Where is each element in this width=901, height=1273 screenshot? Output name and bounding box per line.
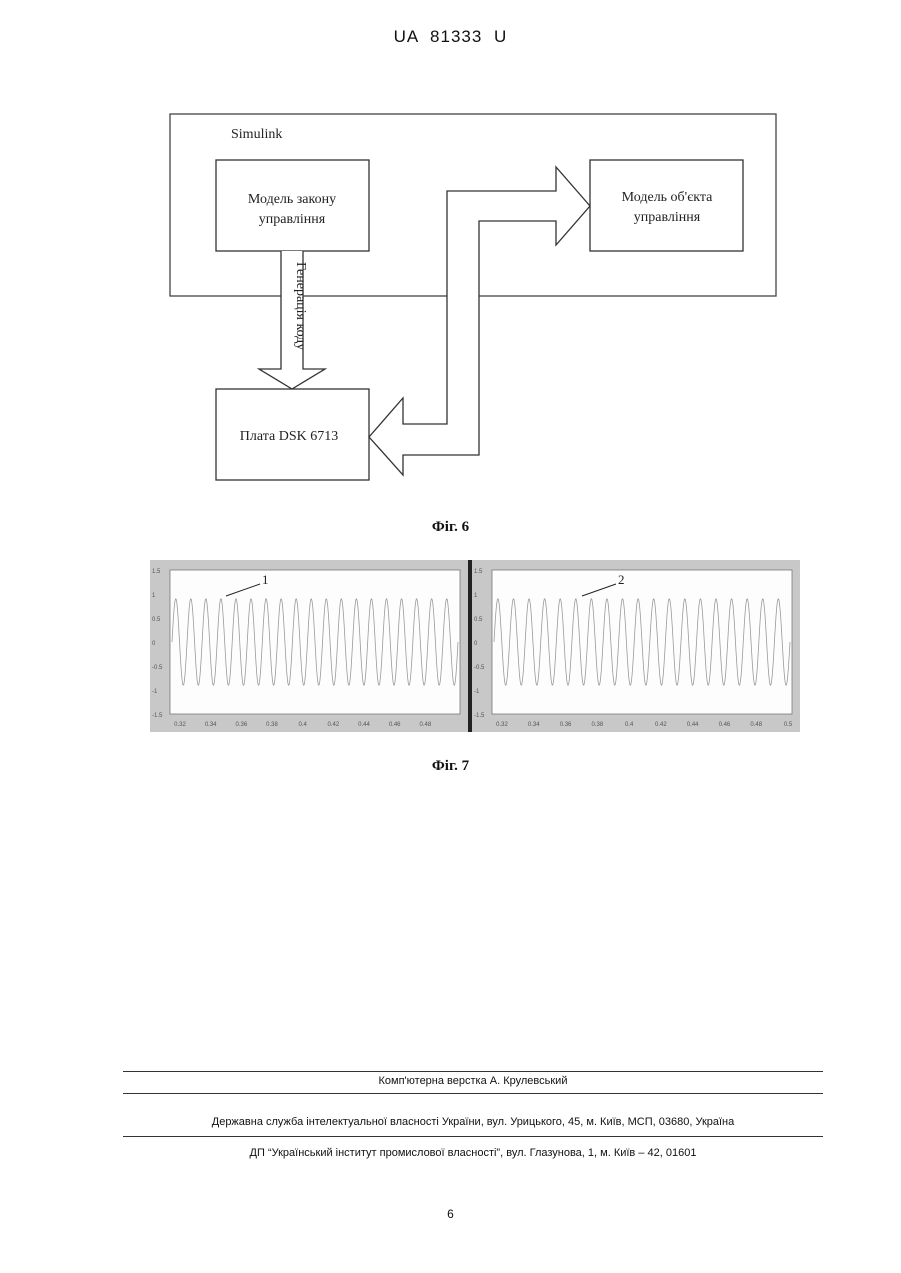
- x-tick-label: 0.32: [496, 722, 508, 728]
- plot-1-svg: 1.5 1 0.5 0 -0.5 -1 -1.5 0.32 0.34 0.36 0.38 0.4 0.4…: [150, 560, 468, 732]
- x-tick-label: 0.38: [591, 722, 603, 728]
- y-tick-label: 1.5: [152, 569, 161, 575]
- x-tick-label: 0.42: [655, 722, 667, 728]
- y-tick-label: 0: [152, 641, 156, 647]
- x-tick-label: 0.4: [298, 722, 307, 728]
- x-tick-label: 0.34: [205, 722, 217, 728]
- institute-address: ДП “Український інститут промислової вла…: [123, 1147, 823, 1159]
- object-model-label-line1: Модель об'єкта: [622, 190, 713, 205]
- state-service-address: Державна служба інтелектуальної власност…: [123, 1116, 823, 1128]
- x-tick-label: 0.4: [625, 722, 634, 728]
- y-tick-label: -0.5: [152, 665, 163, 671]
- code-generation-label: Генерація коду: [293, 262, 308, 350]
- bidirectional-arrow: [369, 167, 590, 475]
- footer-rule-3: [123, 1136, 823, 1137]
- y-tick-label: 0.5: [474, 617, 483, 623]
- curve-label: 2: [618, 572, 625, 587]
- x-tick-label: 0.34: [528, 722, 540, 728]
- x-tick-label: 0.38: [266, 722, 278, 728]
- x-tick-label: 0.32: [174, 722, 186, 728]
- plot-panel-2: 1.5 1 0.5 0 -0.5 -1 -1.5 0.32 0.34 0.36 0.38 0.4 0.4…: [472, 560, 800, 732]
- y-tick-label: 0.5: [152, 617, 161, 623]
- figure-7-plots: 1.5 1 0.5 0 -0.5 -1 -1.5 0.32 0.34 0.36 0.38 0.4 0.4…: [150, 560, 800, 732]
- figure-7-caption: Фіг. 7: [0, 758, 901, 775]
- x-tick-label: 0.48: [419, 722, 431, 728]
- y-tick-label: 1: [474, 593, 478, 599]
- object-model-label-line2: управління: [634, 210, 701, 225]
- simulink-label: Simulink: [231, 127, 282, 142]
- control-law-label-line2: управління: [259, 212, 326, 227]
- y-tick-label: -1.5: [152, 713, 163, 719]
- x-tick-label: 0.44: [687, 722, 699, 728]
- layout-credit: Комп'ютерна верстка А. Крулевський: [123, 1075, 823, 1087]
- y-tick-label: 0: [474, 641, 478, 647]
- x-tick-label: 0.36: [235, 722, 247, 728]
- y-tick-label: 1: [152, 593, 156, 599]
- y-tick-label: -0.5: [474, 665, 485, 671]
- page-number: 6: [0, 1207, 901, 1221]
- footer-rule-2: [123, 1093, 823, 1094]
- x-tick-label: 0.5: [784, 722, 793, 728]
- curve-label: 1: [262, 572, 269, 587]
- plot-2-svg: 1.5 1 0.5 0 -0.5 -1 -1.5 0.32 0.34 0.36 0.38 0.4 0.4…: [472, 560, 800, 732]
- object-model-block: [590, 160, 743, 251]
- y-tick-label: 1.5: [474, 569, 483, 575]
- footer-rule-1: [123, 1071, 823, 1072]
- x-tick-label: 0.46: [389, 722, 401, 728]
- y-tick-label: -1.5: [474, 713, 485, 719]
- figure-6-caption: Фіг. 6: [0, 519, 901, 536]
- control-law-label-line1: Модель закону: [248, 192, 336, 207]
- dsk-board-label: Плата DSK 6713: [240, 429, 338, 444]
- y-tick-label: -1: [474, 689, 480, 695]
- plot-panel-1: 1.5 1 0.5 0 -0.5 -1 -1.5 0.32 0.34 0.36 0.38 0.4 0.4…: [150, 560, 468, 732]
- x-tick-label: 0.42: [327, 722, 339, 728]
- x-tick-label: 0.36: [560, 722, 572, 728]
- code-generation-arrow: [259, 251, 325, 389]
- figure-6-diagram: Simulink Модель закону управління Модель…: [0, 0, 901, 520]
- x-tick-label: 0.48: [750, 722, 762, 728]
- y-tick-label: -1: [152, 689, 158, 695]
- x-tick-label: 0.44: [358, 722, 370, 728]
- x-tick-label: 0.46: [719, 722, 731, 728]
